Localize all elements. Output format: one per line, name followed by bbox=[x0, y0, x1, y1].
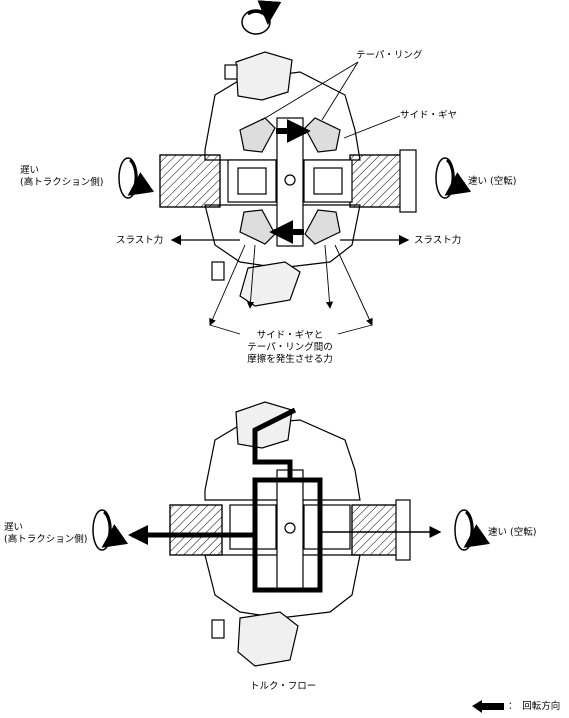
label-slow-top-line1: 遅い bbox=[20, 165, 40, 176]
spin-indicator-right bbox=[435, 157, 472, 199]
label-slow-bottom-line2: (高トラクション側) bbox=[4, 534, 88, 545]
spin-indicator-bottom-right bbox=[454, 509, 491, 551]
bottom-bracket bbox=[239, 261, 301, 307]
torque-flow-path bbox=[128, 407, 442, 593]
label-slow-bottom: 遅い (高トラクション側) bbox=[4, 522, 87, 546]
leader-lines-top bbox=[209, 61, 401, 335]
label-thrust-right: スラスト力 bbox=[414, 235, 462, 246]
label-thrust-left: スラスト力 bbox=[116, 235, 164, 246]
top-bolt bbox=[224, 64, 238, 80]
taper-ring-upper-left bbox=[239, 117, 276, 153]
top-differential bbox=[159, 51, 417, 307]
rotation-arrows-top bbox=[269, 119, 311, 244]
label-fast-top: 速い (空転) bbox=[468, 176, 517, 187]
spin-indicator-bottom-left bbox=[92, 509, 129, 551]
taper-ring-lower-right bbox=[304, 209, 341, 245]
label-side-gear: サイド・ギヤ bbox=[400, 110, 458, 121]
bottom-lower-bracket bbox=[237, 611, 299, 667]
label-slow-top-line2: (高トラクション側) bbox=[20, 177, 104, 188]
taper-ring-lower-left bbox=[239, 209, 276, 245]
spin-indicator-left bbox=[118, 157, 155, 199]
legend-arrow-icon bbox=[472, 700, 504, 713]
label-fast-bottom: 速い (空転) bbox=[488, 527, 537, 538]
caption-friction-line1: サイド・ギヤと bbox=[256, 330, 324, 341]
left-shaft bbox=[159, 154, 221, 208]
caption-torque-flow: トルク・フロー bbox=[250, 681, 317, 692]
label-slow-top: 遅い (高トラクション側) bbox=[20, 165, 103, 189]
caption-friction-line2: テーパ・リング間の bbox=[247, 342, 333, 353]
caption-friction: サイド・ギヤと テーパ・リング間の 摩擦を発生させる力 bbox=[230, 330, 350, 366]
bottom-bolt bbox=[211, 261, 225, 281]
label-slow-bottom-line1: 遅い bbox=[4, 522, 24, 533]
legend-label: ： 回転方向 bbox=[508, 701, 561, 712]
bottom-left-shaft bbox=[169, 504, 223, 556]
spin-indicator-top bbox=[241, 0, 282, 35]
right-shaft bbox=[349, 154, 409, 208]
caption-friction-line3: 摩擦を発生させる力 bbox=[247, 354, 333, 365]
taper-ring-upper-right bbox=[304, 117, 341, 153]
top-bracket bbox=[235, 51, 293, 101]
label-taper-ring: テーパ・リング bbox=[356, 50, 423, 61]
